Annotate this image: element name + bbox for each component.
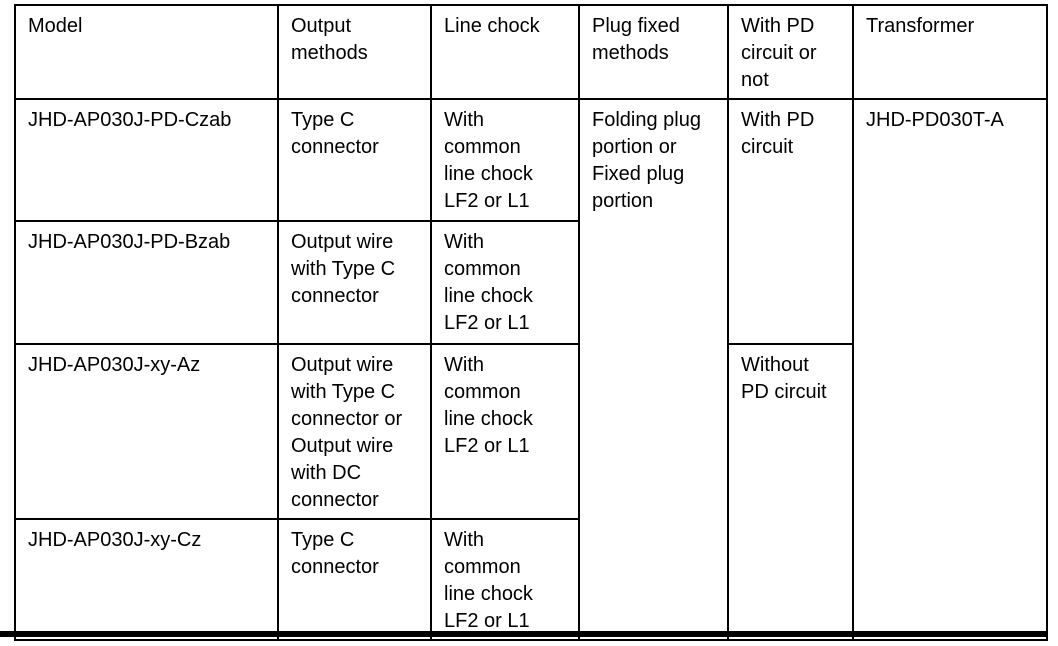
cell-output-methods-3: Output wire with Type C connector or Out… xyxy=(277,343,432,520)
cell-transformer-merged: JHD-PD030T-A xyxy=(852,98,1048,641)
page-bottom-rule xyxy=(0,631,1047,637)
table-header-row: Model Output methods Line chock Plug fix… xyxy=(14,4,1048,100)
cell-model-1: JHD-AP030J-PD-Czab xyxy=(14,98,279,222)
header-pd-circuit: With PD circuit or not xyxy=(727,4,854,100)
table-row: JHD-AP030J-xy-Az Output wire with Type C… xyxy=(14,343,1047,641)
header-line-chock: Line chock xyxy=(430,4,580,100)
cell-output-methods-1: Type C connector xyxy=(277,98,432,222)
table-row: JHD-AP030J-PD-Czab Type C connector With… xyxy=(14,98,1048,641)
model-spec-table: Model Output methods Line chock Plug fix… xyxy=(14,4,1048,641)
cell-model-3: JHD-AP030J-xy-Az xyxy=(14,343,279,520)
header-transformer: Transformer xyxy=(852,4,1048,100)
table-row: JHD-AP030J-xy-Cz Type C connector With c… xyxy=(14,518,1047,641)
cell-with-pd-circuit-merged: With PD circuit xyxy=(727,98,854,345)
cell-line-chock-2: With common line chock LF2 or L1 xyxy=(430,220,580,345)
cell-without-pd-circuit-merged: Without PD circuit xyxy=(727,343,854,641)
cell-line-chock-3: With common line chock LF2 or L1 xyxy=(430,343,580,520)
cell-plug-fixed-methods-merged: Folding plug portion or Fixed plug porti… xyxy=(578,98,729,641)
cell-line-chock-1: With common line chock LF2 or L1 xyxy=(430,98,580,222)
cell-output-methods-2: Output wire with Type C connector xyxy=(277,220,432,345)
table-row: JHD-AP030J-PD-Bzab Output wire with Type… xyxy=(14,220,1047,345)
cell-model-2: JHD-AP030J-PD-Bzab xyxy=(14,220,279,345)
header-output-methods: Output methods xyxy=(277,4,432,100)
header-plug-fixed-methods: Plug fixed methods xyxy=(578,4,729,100)
cell-line-chock-4: With common line chock LF2 or L1 xyxy=(430,518,580,641)
cell-model-4: JHD-AP030J-xy-Cz xyxy=(14,518,279,641)
cell-output-methods-4: Type C connector xyxy=(277,518,432,641)
header-model: Model xyxy=(14,4,279,100)
